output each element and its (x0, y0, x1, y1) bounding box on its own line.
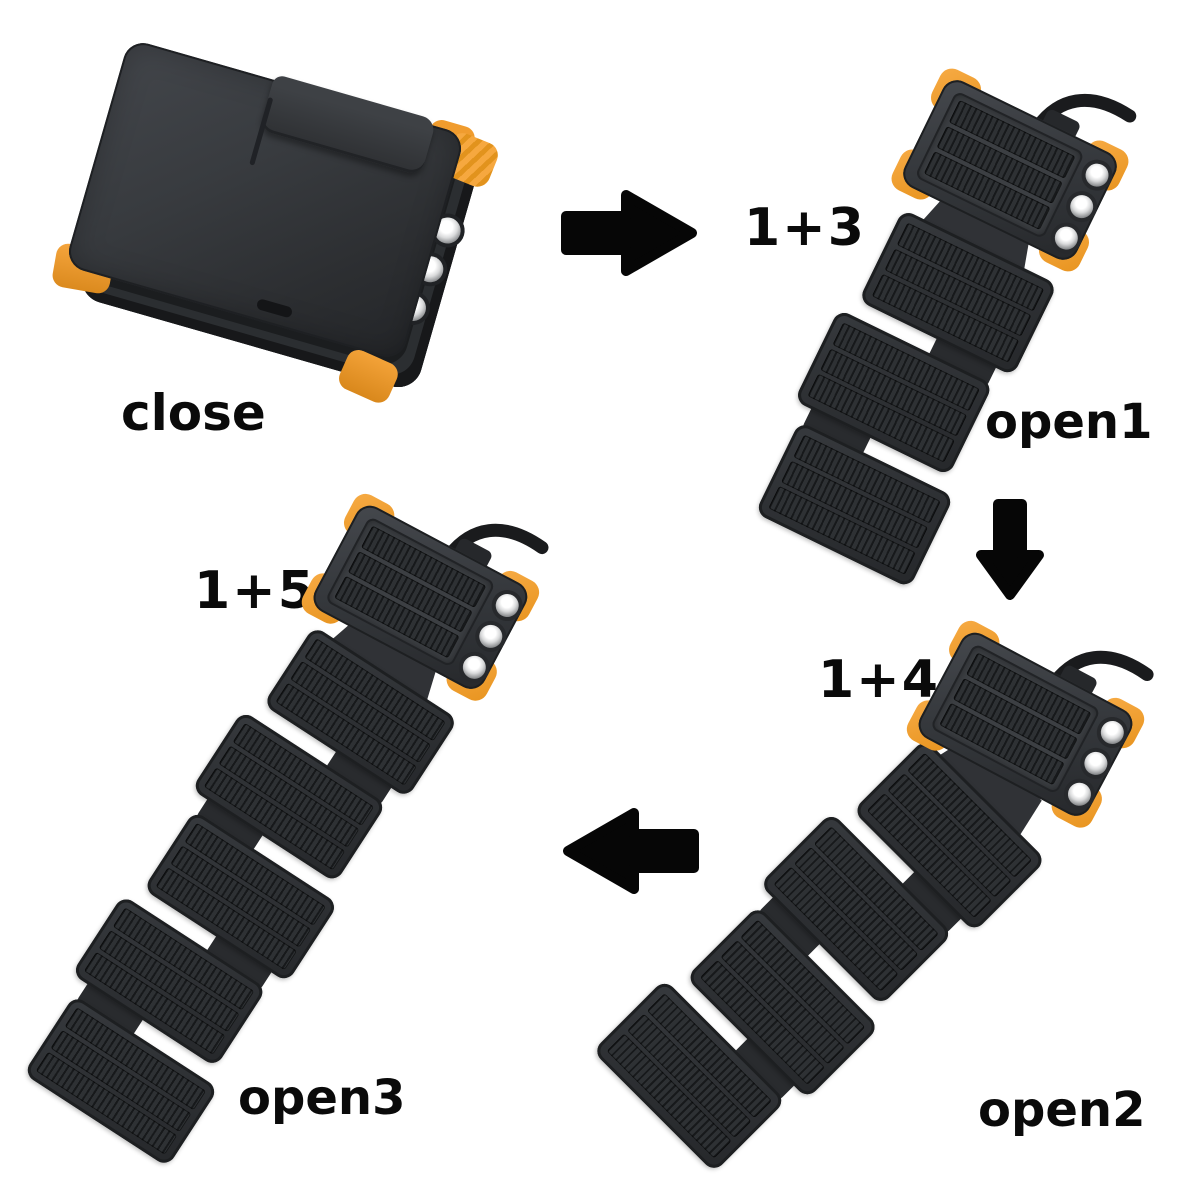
led-flashlight (1066, 191, 1098, 223)
state-label-close: close (121, 384, 266, 442)
panel-count-badge-open1: 1+3 (744, 198, 866, 258)
power-bank-head (902, 616, 1154, 833)
arrow-left-icon (563, 808, 699, 894)
power-bank-closed (50, 38, 502, 407)
panel-count-badge-open3: 1+5 (194, 561, 316, 621)
led-flashlight (1050, 222, 1082, 254)
led-flashlight (1063, 778, 1095, 810)
arrow-down-icon (976, 499, 1044, 600)
power-bank-open3 (7, 489, 549, 1170)
port-slot (255, 298, 294, 319)
led-flashlight (475, 620, 507, 652)
led-flashlight (458, 651, 490, 683)
power-bank-open2 (589, 616, 1154, 1187)
state-label-open1: open1 (985, 394, 1153, 450)
power-bank-head (297, 489, 549, 706)
state-label-open3: open3 (238, 1070, 406, 1126)
arrow-right-icon (561, 190, 697, 276)
power-bank-open1 (738, 64, 1137, 590)
led-flashlight (1081, 159, 1113, 191)
power-bank-head (887, 64, 1137, 276)
led-flashlight (1096, 716, 1128, 749)
led-flashlight (1080, 747, 1112, 779)
power-bank-cover (64, 38, 466, 362)
state-label-open2: open2 (978, 1082, 1146, 1138)
led-flashlight (491, 589, 523, 622)
cover-flap (259, 73, 437, 176)
panel-count-badge-open2: 1+4 (818, 650, 940, 710)
